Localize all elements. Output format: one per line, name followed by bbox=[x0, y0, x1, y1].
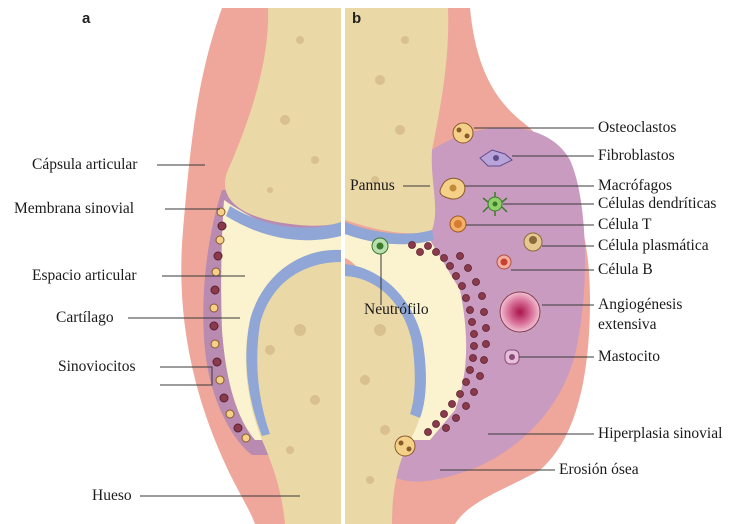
label-hueso: Hueso bbox=[92, 487, 132, 505]
label-celula-plasmatica: Célula plasmática bbox=[598, 237, 709, 255]
label-erosion-osea: Erosión ósea bbox=[559, 461, 639, 479]
panel-label-b: b bbox=[352, 10, 361, 27]
label-espacio-articular: Espacio articular bbox=[32, 267, 137, 285]
label-pannus: Pannus bbox=[350, 177, 395, 195]
mast-cell bbox=[505, 350, 519, 364]
label-cartilago: Cartílago bbox=[56, 309, 114, 327]
panel-b-joint bbox=[345, 8, 590, 524]
panel-a-joint bbox=[181, 8, 341, 524]
osteoclast-cell bbox=[453, 123, 473, 143]
label-celula-b: Célula B bbox=[598, 261, 653, 279]
label-fibroblastos: Fibroblastos bbox=[598, 147, 675, 165]
label-osteoclastos: Osteoclastos bbox=[598, 119, 676, 137]
label-neutrofilo: Neutrófilo bbox=[364, 301, 429, 319]
label-mastocito: Mastocito bbox=[598, 348, 660, 366]
label-celulas-dendriticas: Células dendríticas bbox=[598, 195, 716, 213]
label-angiogenesis: Angiogénesis bbox=[598, 296, 682, 314]
panel-divider bbox=[341, 0, 345, 524]
label-hiperplasia-sinovial: Hiperplasia sinovial bbox=[598, 425, 722, 443]
label-capsula-articular: Cápsula articular bbox=[32, 156, 137, 174]
t-cell bbox=[450, 216, 466, 232]
label-macrofagos: Macrófagos bbox=[598, 177, 672, 195]
label-membrana-sinovial: Membrana sinovial bbox=[14, 200, 134, 218]
erosion-osteoclasts-b bbox=[395, 436, 415, 456]
label-extensiva: extensiva bbox=[598, 316, 657, 334]
neutrophil-cell bbox=[372, 238, 388, 254]
upper-bone-b bbox=[345, 8, 448, 233]
panel-label-a: a bbox=[82, 10, 90, 27]
label-celula-t: Célula T bbox=[598, 216, 652, 234]
b-cell bbox=[497, 255, 511, 269]
label-sinoviocitos: Sinoviocitos bbox=[58, 358, 136, 376]
plasma-cell bbox=[524, 233, 542, 251]
